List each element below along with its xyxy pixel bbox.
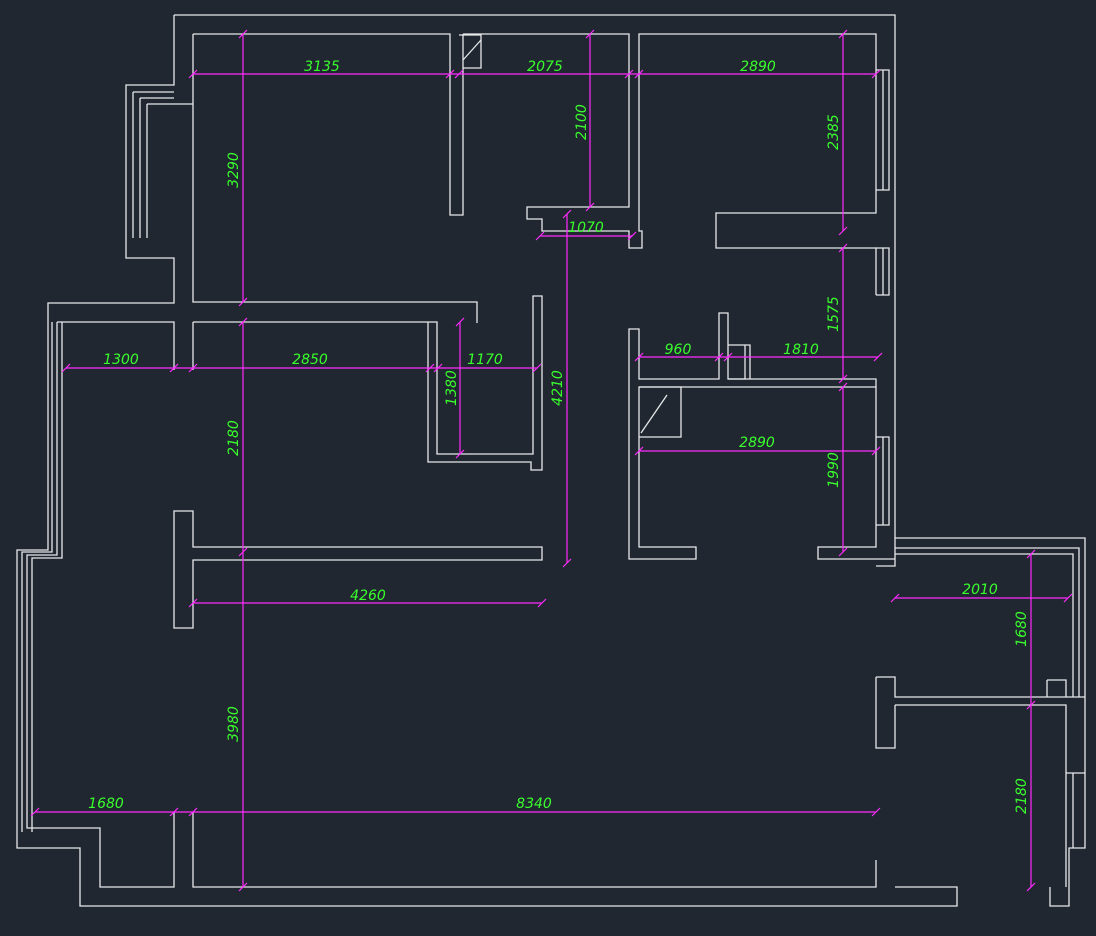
inner-wall-right-bath [728,344,895,560]
inner-line-living-left-2 [21,322,63,832]
dimension-ticks [30,29,1073,892]
dim-label-4260: 4260 [350,588,386,604]
dim-label-960: 960 [665,342,692,358]
inner-wall-right-rooms [628,312,877,560]
inner-wall-bedroom2 [192,295,543,471]
dim-label-2010: 2010 [962,582,998,598]
window-right-low [876,436,890,526]
dim-label-3980: 3980 [226,706,242,742]
dim-label-1990: 1990 [826,452,842,488]
inner-wall-bedroom1 [193,33,464,216]
dim-label-4210: 4210 [550,370,566,406]
outer-wall-top-left [16,15,958,907]
small-box [1046,679,1067,697]
window-left [132,91,193,238]
inner-wall-bedroom1-left [192,34,478,323]
dimension-labels: 3135 2075 2890 2100 2385 1070 3290 1300 … [88,59,1030,814]
dimension-lines [35,34,1068,887]
dim-label-1575: 1575 [826,296,842,332]
dim-label-2180-right: 2180 [1014,778,1030,814]
dim-label-1680: 1680 [88,796,124,812]
dim-label-2850: 2850 [292,352,328,368]
outer-wall-top [174,14,896,567]
dim-label-8340: 8340 [516,796,552,812]
dim-label-1170: 1170 [467,352,503,368]
inner-wall-bath [463,33,877,295]
door-swing-2 [639,386,682,438]
dim-label-2100: 2100 [574,104,590,140]
dim-label-2180: 2180 [226,420,242,456]
dim-label-2385: 2385 [826,114,842,150]
dim-label-1070: 1070 [568,220,604,236]
balcony-right-window [1066,772,1085,848]
column-left [173,510,543,629]
balcony-right [895,537,1086,907]
dim-label-2075: 2075 [527,59,563,75]
dim-label-1380: 1380 [444,370,460,406]
window-right-mid [876,247,890,296]
dim-label-2890-mid: 2890 [739,435,775,451]
dim-label-1300: 1300 [103,352,139,368]
walls [16,14,1086,907]
dim-label-3135: 3135 [304,59,340,75]
dim-label-3290: 3290 [226,152,242,188]
dim-label-1810: 1810 [783,342,819,358]
inner-wall-living-left [26,321,877,888]
door-swing-1 [459,34,482,69]
window-right-top [876,69,890,191]
dim-label-2890-top: 2890 [740,59,776,75]
balcony-right-wall [875,676,1085,887]
dim-label-1680-right: 1680 [1014,611,1030,647]
